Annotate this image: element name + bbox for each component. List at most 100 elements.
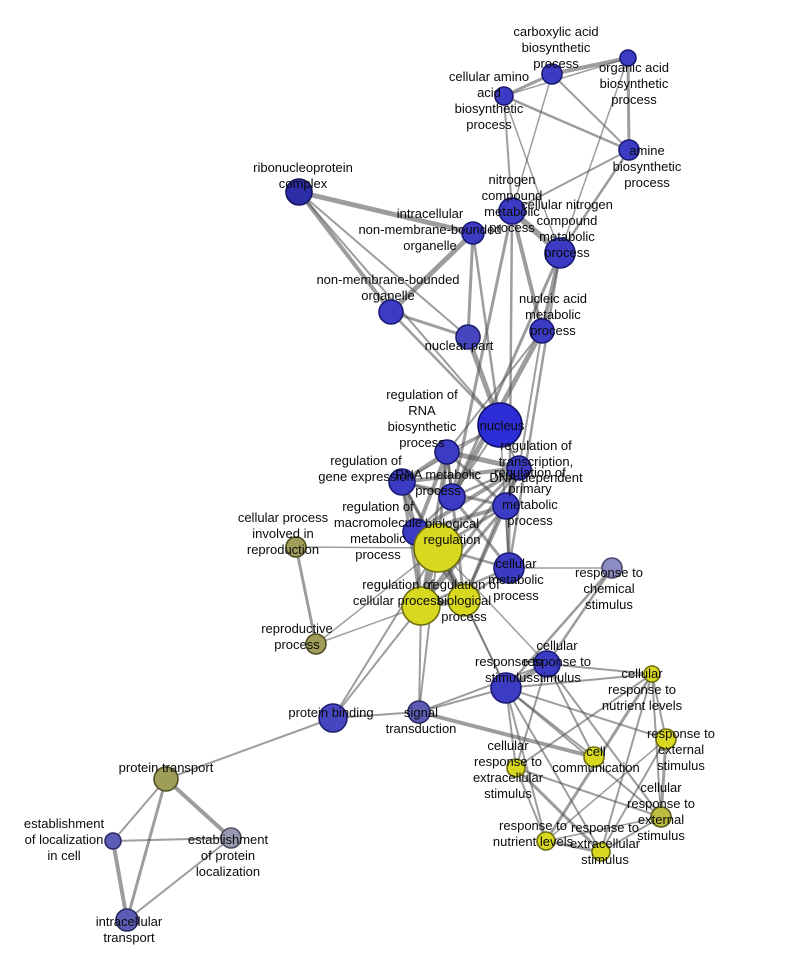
graph-edge-resp_stimulus--cell_resp_nutrient — [505, 673, 653, 689]
graph-edge-cellular_nitrogen--cellular_met — [507, 251, 562, 570]
graph-edge-repro_process--bio_reg — [315, 547, 439, 645]
graph-node-carboxylic[interactable] — [541, 63, 563, 85]
graph-node-repro_process[interactable] — [305, 633, 327, 655]
graph-node-cell_comm[interactable] — [583, 746, 605, 768]
graph-node-signal_trans[interactable] — [407, 700, 431, 724]
graph-edge-protein_transport--est_loc_cell — [112, 778, 167, 842]
graph-edge-resp_nutrient--cell_resp_external — [545, 816, 662, 842]
graph-edge-organic--cellular_nitrogen — [559, 57, 629, 254]
graph-node-resp_extracell[interactable] — [591, 842, 611, 862]
graph-node-cell_resp_extracell[interactable] — [506, 758, 526, 778]
graph-node-rna_met[interactable] — [438, 483, 466, 511]
graph-edge-cell_resp_nutrient--cell_resp_extracell — [515, 673, 653, 769]
graph-node-cell_resp_stimulus[interactable] — [533, 650, 561, 678]
graph-edge-cell_resp_stimulus--resp_chemical — [545, 566, 614, 666]
graph-node-nucleic_acid[interactable] — [529, 318, 555, 344]
node-label-nucleus: nucleus — [480, 418, 525, 433]
graph-node-nucleus[interactable] — [477, 402, 523, 448]
graph-node-bio_reg[interactable] — [413, 523, 463, 573]
graph-edge-amine--cellular_nitrogen — [558, 148, 631, 255]
graph-node-reg_biological[interactable] — [447, 583, 481, 617]
graph-edge-nucleic_acid--reg_transcription — [518, 330, 543, 469]
graph-edge-protein_transport--intracell_transport — [125, 777, 168, 922]
graph-node-reg_cellular[interactable] — [401, 586, 441, 626]
graph-edge-resp_extracell--cell_resp_external — [600, 816, 662, 853]
graph-edge-resp_stimulus--resp_external — [505, 687, 667, 740]
graph-edge-cell_resp_stimulus--cell_resp_extracell — [515, 663, 548, 769]
graph-edge-organic--amine — [626, 56, 631, 152]
graph-edge-cell_resp_stimulus--cell_resp_external — [546, 663, 662, 818]
graph-edge-resp_extracell--cell_resp_extracell — [514, 766, 603, 854]
graph-edge-rnp--nmb — [297, 190, 393, 314]
graph-node-resp_chemical[interactable] — [601, 557, 623, 579]
graph-node-resp_external[interactable] — [655, 728, 677, 750]
graph-node-reg_gene_exp[interactable] — [388, 468, 416, 496]
graph-node-reg_transcription[interactable] — [506, 455, 532, 481]
graph-node-resp_stimulus[interactable] — [490, 672, 522, 704]
graph-node-cellular_met[interactable] — [493, 552, 525, 584]
graph-edge-cell_comm--signal_trans — [417, 710, 596, 759]
graph-node-reg_primary[interactable] — [492, 492, 520, 520]
edge-layer — [111, 56, 668, 922]
node-label-protein_binding: protein binding — [288, 705, 373, 720]
graph-edge-cellular_amino--nitrogen — [503, 95, 513, 212]
graph-edge-resp_external--resp_extracell — [600, 738, 667, 853]
graph-edge-resp_stimulus--cell_resp_external — [505, 687, 662, 818]
graph-edge-cell_resp_stimulus--cell_resp_nutrient — [546, 663, 653, 675]
graph-node-est_loc_cell[interactable] — [104, 832, 122, 850]
graph-node-cell_proc_repro[interactable] — [285, 536, 307, 558]
graph-edge-cellular_amino--amine — [502, 94, 631, 152]
graph-edge-nmb--nuclear_part — [389, 310, 470, 339]
graph-edge-rnp--nuclear_part — [298, 191, 469, 338]
graph-edge-cell_resp_stimulus--signal_trans — [418, 663, 548, 713]
graph-node-nmb[interactable] — [378, 299, 404, 325]
graph-node-protein_binding[interactable] — [318, 703, 348, 733]
graph-node-est_protein_loc[interactable] — [220, 827, 242, 849]
graph-edge-resp_stimulus--resp_chemical — [504, 566, 614, 690]
graph-edge-nitrogen--rna_met — [450, 209, 514, 499]
graph-node-protein_transport[interactable] — [153, 766, 179, 792]
graph-edge-est_protein_loc--est_loc_cell — [112, 837, 232, 842]
graph-node-reg_rna[interactable] — [434, 439, 460, 465]
graph-edge-reg_transcription--reg_cellular — [419, 466, 521, 608]
graph-edge-signal_trans--bio_reg — [418, 547, 439, 713]
graph-node-nuclear_part[interactable] — [455, 324, 481, 350]
graph-node-cellular_nitrogen[interactable] — [544, 237, 576, 269]
graph-node-amine[interactable] — [618, 139, 640, 161]
graph-node-intracellular_nmb[interactable] — [461, 221, 485, 245]
node-label-protein_transport: protein transport — [119, 760, 214, 775]
graph-edge-nucleic_acid--reg_rna — [446, 330, 543, 453]
node-label-nuclear_part: nuclear part — [425, 338, 494, 353]
graph-edge-protein_binding--protein_transport — [165, 717, 334, 780]
graph-node-organic[interactable] — [619, 49, 637, 67]
graph-edge-cell_comm--cell_resp_stimulus — [546, 663, 595, 758]
graph-node-intracell_transport[interactable] — [115, 908, 139, 932]
graph-node-cell_resp_nutrient[interactable] — [643, 665, 661, 683]
graph-edge-intracellular_nmb--nmb — [388, 230, 476, 315]
graph-node-cell_resp_external[interactable] — [650, 806, 672, 828]
graph-node-resp_nutrient[interactable] — [536, 831, 556, 851]
graph-node-nitrogen[interactable] — [498, 197, 526, 225]
graph-node-cellular_amino[interactable] — [494, 86, 514, 106]
graph-edge-rnp--intracellular_nmb — [296, 189, 476, 236]
graph-node-rnp[interactable] — [285, 178, 313, 206]
